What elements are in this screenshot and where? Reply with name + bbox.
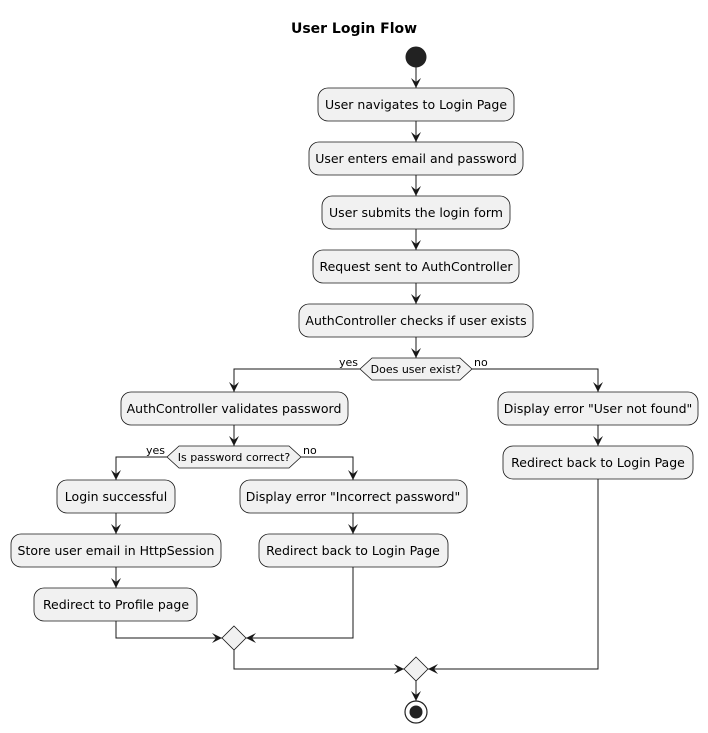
merge-node-outer [403, 656, 429, 682]
activity-label: Display error "User not found" [504, 401, 693, 416]
activity-error-user-not-found: Display error "User not found" [497, 391, 699, 426]
activity-request-sent: Request sent to AuthController [312, 249, 520, 284]
activity-label: AuthController checks if user exists [305, 313, 526, 328]
decision-label: Does user exist? [371, 363, 462, 376]
activity-label: Store user email in HttpSession [18, 543, 215, 558]
start-node [405, 46, 427, 68]
branch-yes-label: yes [146, 444, 165, 457]
activity-label: Redirect back to Login Page [266, 543, 440, 558]
decision-label: Is password correct? [178, 451, 291, 464]
activity-validate-password: AuthController validates password [120, 391, 349, 426]
activity-submit-form: User submits the login form [321, 195, 511, 230]
activity-login-successful: Login successful [56, 479, 176, 514]
diagram-title: User Login Flow [291, 21, 417, 37]
activity-label: User navigates to Login Page [325, 97, 507, 112]
activity-label: Login successful [65, 489, 167, 504]
activity-store-session: Store user email in HttpSession [10, 533, 222, 568]
branch-yes-label: yes [339, 356, 358, 369]
activity-label: AuthController validates password [127, 401, 342, 416]
activity-check-user-exists: AuthController checks if user exists [298, 303, 534, 338]
activity-label: Redirect back to Login Page [511, 455, 685, 470]
activity-label: Display error "Incorrect password" [246, 489, 460, 504]
activity-label: Redirect to Profile page [43, 597, 189, 612]
activity-label: User submits the login form [329, 205, 503, 220]
activity-enter-credentials: User enters email and password [308, 141, 524, 176]
activity-navigate: User navigates to Login Page [317, 87, 515, 122]
activity-redirect-login-2: Redirect back to Login Page [502, 445, 694, 480]
end-node [404, 700, 428, 724]
activity-redirect-profile: Redirect to Profile page [33, 587, 198, 622]
activity-error-incorrect-password: Display error "Incorrect password" [239, 479, 468, 514]
branch-no-label: no [474, 356, 488, 369]
activity-label: Request sent to AuthController [319, 259, 513, 274]
activity-label: User enters email and password [315, 151, 517, 166]
merge-node-inner [221, 625, 247, 651]
decision-user-exists: Does user exist? yes no [339, 356, 488, 381]
activity-redirect-login-1: Redirect back to Login Page [258, 533, 449, 568]
decision-password-correct: Is password correct? yes no [146, 444, 317, 469]
edges [111, 67, 603, 701]
branch-no-label: no [303, 444, 317, 457]
